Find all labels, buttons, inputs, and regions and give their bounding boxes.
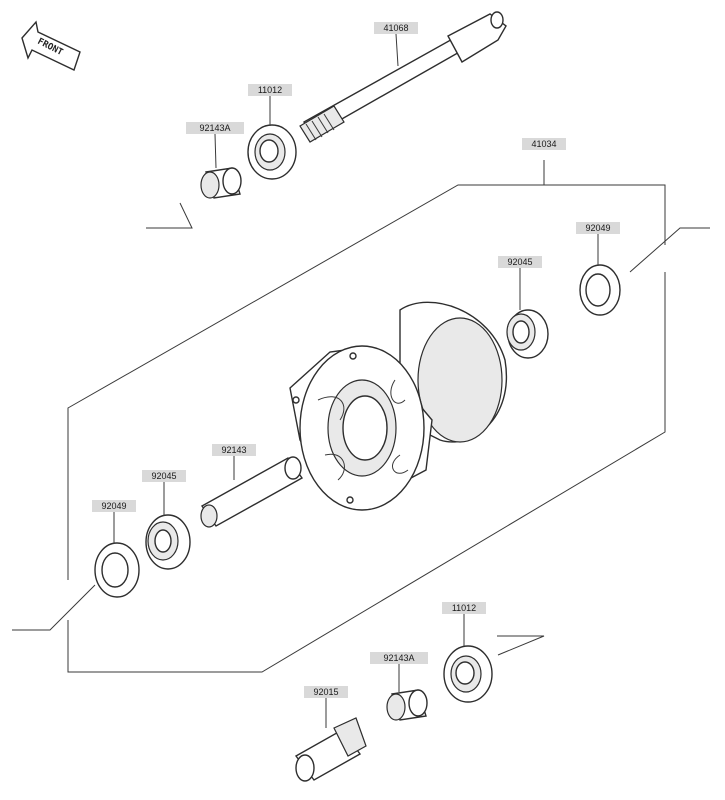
leader-lines — [113, 33, 599, 728]
part-number: 92045 — [507, 257, 532, 267]
ball-bearing-icon — [506, 309, 549, 359]
part-label-collar-bottom: 92143A — [370, 652, 428, 664]
part-label-collar-top: 92143A — [186, 122, 244, 134]
collar-icon — [386, 689, 428, 721]
part-number: 92143A — [383, 653, 414, 663]
part-label-seal-right: 92049 — [576, 222, 620, 234]
part-number: 41034 — [531, 139, 556, 149]
part-number: 92045 — [151, 471, 176, 481]
part-number: 92049 — [101, 501, 126, 511]
part-label-bearing-left: 92045 — [142, 470, 186, 482]
collar-icon — [200, 167, 242, 199]
part-number: 92049 — [585, 223, 610, 233]
part-label-spacer: 92143 — [212, 444, 256, 456]
part-number: 92143 — [221, 445, 246, 455]
part-label-axle-nut: 92015 — [304, 686, 348, 698]
part-label-seal-bottom: 11012 — [442, 602, 486, 614]
part-label-seal-top: 11012 — [248, 84, 292, 96]
ball-bearing-icon — [145, 514, 191, 570]
axle-nut-icon — [294, 717, 367, 782]
oil-seal-icon — [94, 542, 140, 598]
part-number: 92143A — [199, 123, 230, 133]
part-label-axle: 41068 — [374, 22, 418, 34]
part-label-hub: 41034 — [522, 138, 566, 150]
oil-seal-icon — [443, 645, 493, 703]
part-number: 41068 — [383, 23, 408, 33]
part-number: 92015 — [313, 687, 338, 697]
front-axle-icon — [299, 11, 507, 143]
part-label-seal-left: 92049 — [92, 500, 136, 512]
assembly-frame — [12, 160, 710, 673]
part-number: 11012 — [258, 85, 282, 95]
wheel-hub-icon — [289, 301, 508, 511]
part-number: 11012 — [452, 603, 476, 613]
oil-seal-icon — [247, 124, 297, 180]
oil-seal-icon — [579, 264, 621, 316]
front-arrow-icon: FRONT — [21, 20, 81, 71]
part-label-bearing-right: 92045 — [498, 256, 542, 268]
spacer-tube-icon — [200, 456, 304, 528]
